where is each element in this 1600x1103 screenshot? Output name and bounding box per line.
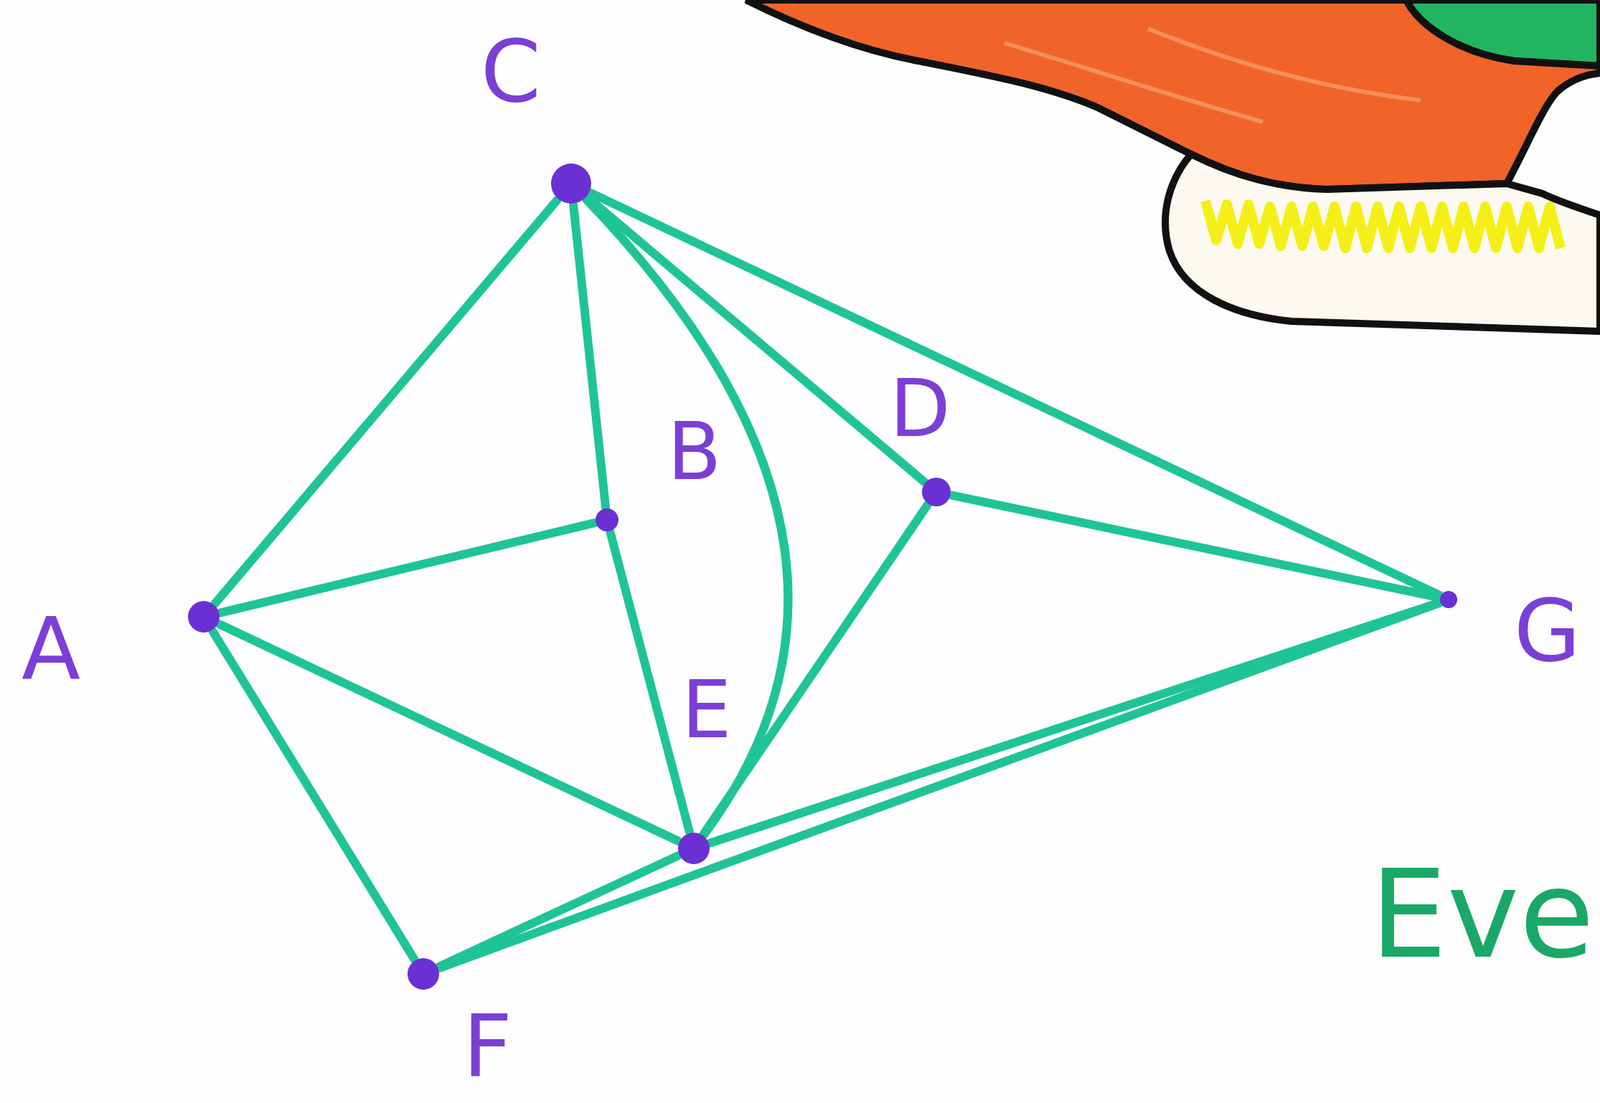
graph-vertex: E	[678, 833, 710, 865]
graph-vertex: D	[921, 477, 951, 507]
graph-edge	[220, 523, 595, 613]
vertex-label: G	[1513, 588, 1581, 675]
graph-edge	[952, 495, 1440, 599]
vertex-label: F	[462, 1004, 513, 1091]
note-text: Eve	[1369, 853, 1595, 976]
vertex-label: D	[889, 369, 951, 449]
graph-edge	[587, 197, 925, 482]
vertex-label: C	[480, 28, 541, 115]
graph-edge	[590, 193, 1440, 596]
graph-edge	[439, 603, 1440, 969]
vertex-label: E	[681, 670, 732, 750]
vertex-label: B	[667, 412, 722, 492]
graph-edge	[610, 532, 690, 832]
graph-edge	[439, 855, 679, 968]
orange-highlight	[1004, 28, 1421, 122]
orange-patch	[746, 0, 1600, 190]
graph-edge	[219, 624, 679, 841]
graph-edge	[573, 205, 606, 508]
yellow-scribble	[1205, 200, 1561, 249]
graph-vertex: F	[407, 958, 440, 991]
graph-vertex: A	[187, 601, 220, 633]
yellow-band	[1165, 154, 1600, 332]
vertex-label: A	[21, 606, 81, 693]
graph-edge	[213, 631, 415, 960]
graph-vertex: B	[595, 508, 619, 532]
graph-edge	[586, 199, 789, 836]
graph-vertex: C	[551, 163, 592, 204]
graph-vertex: G	[1440, 591, 1458, 609]
